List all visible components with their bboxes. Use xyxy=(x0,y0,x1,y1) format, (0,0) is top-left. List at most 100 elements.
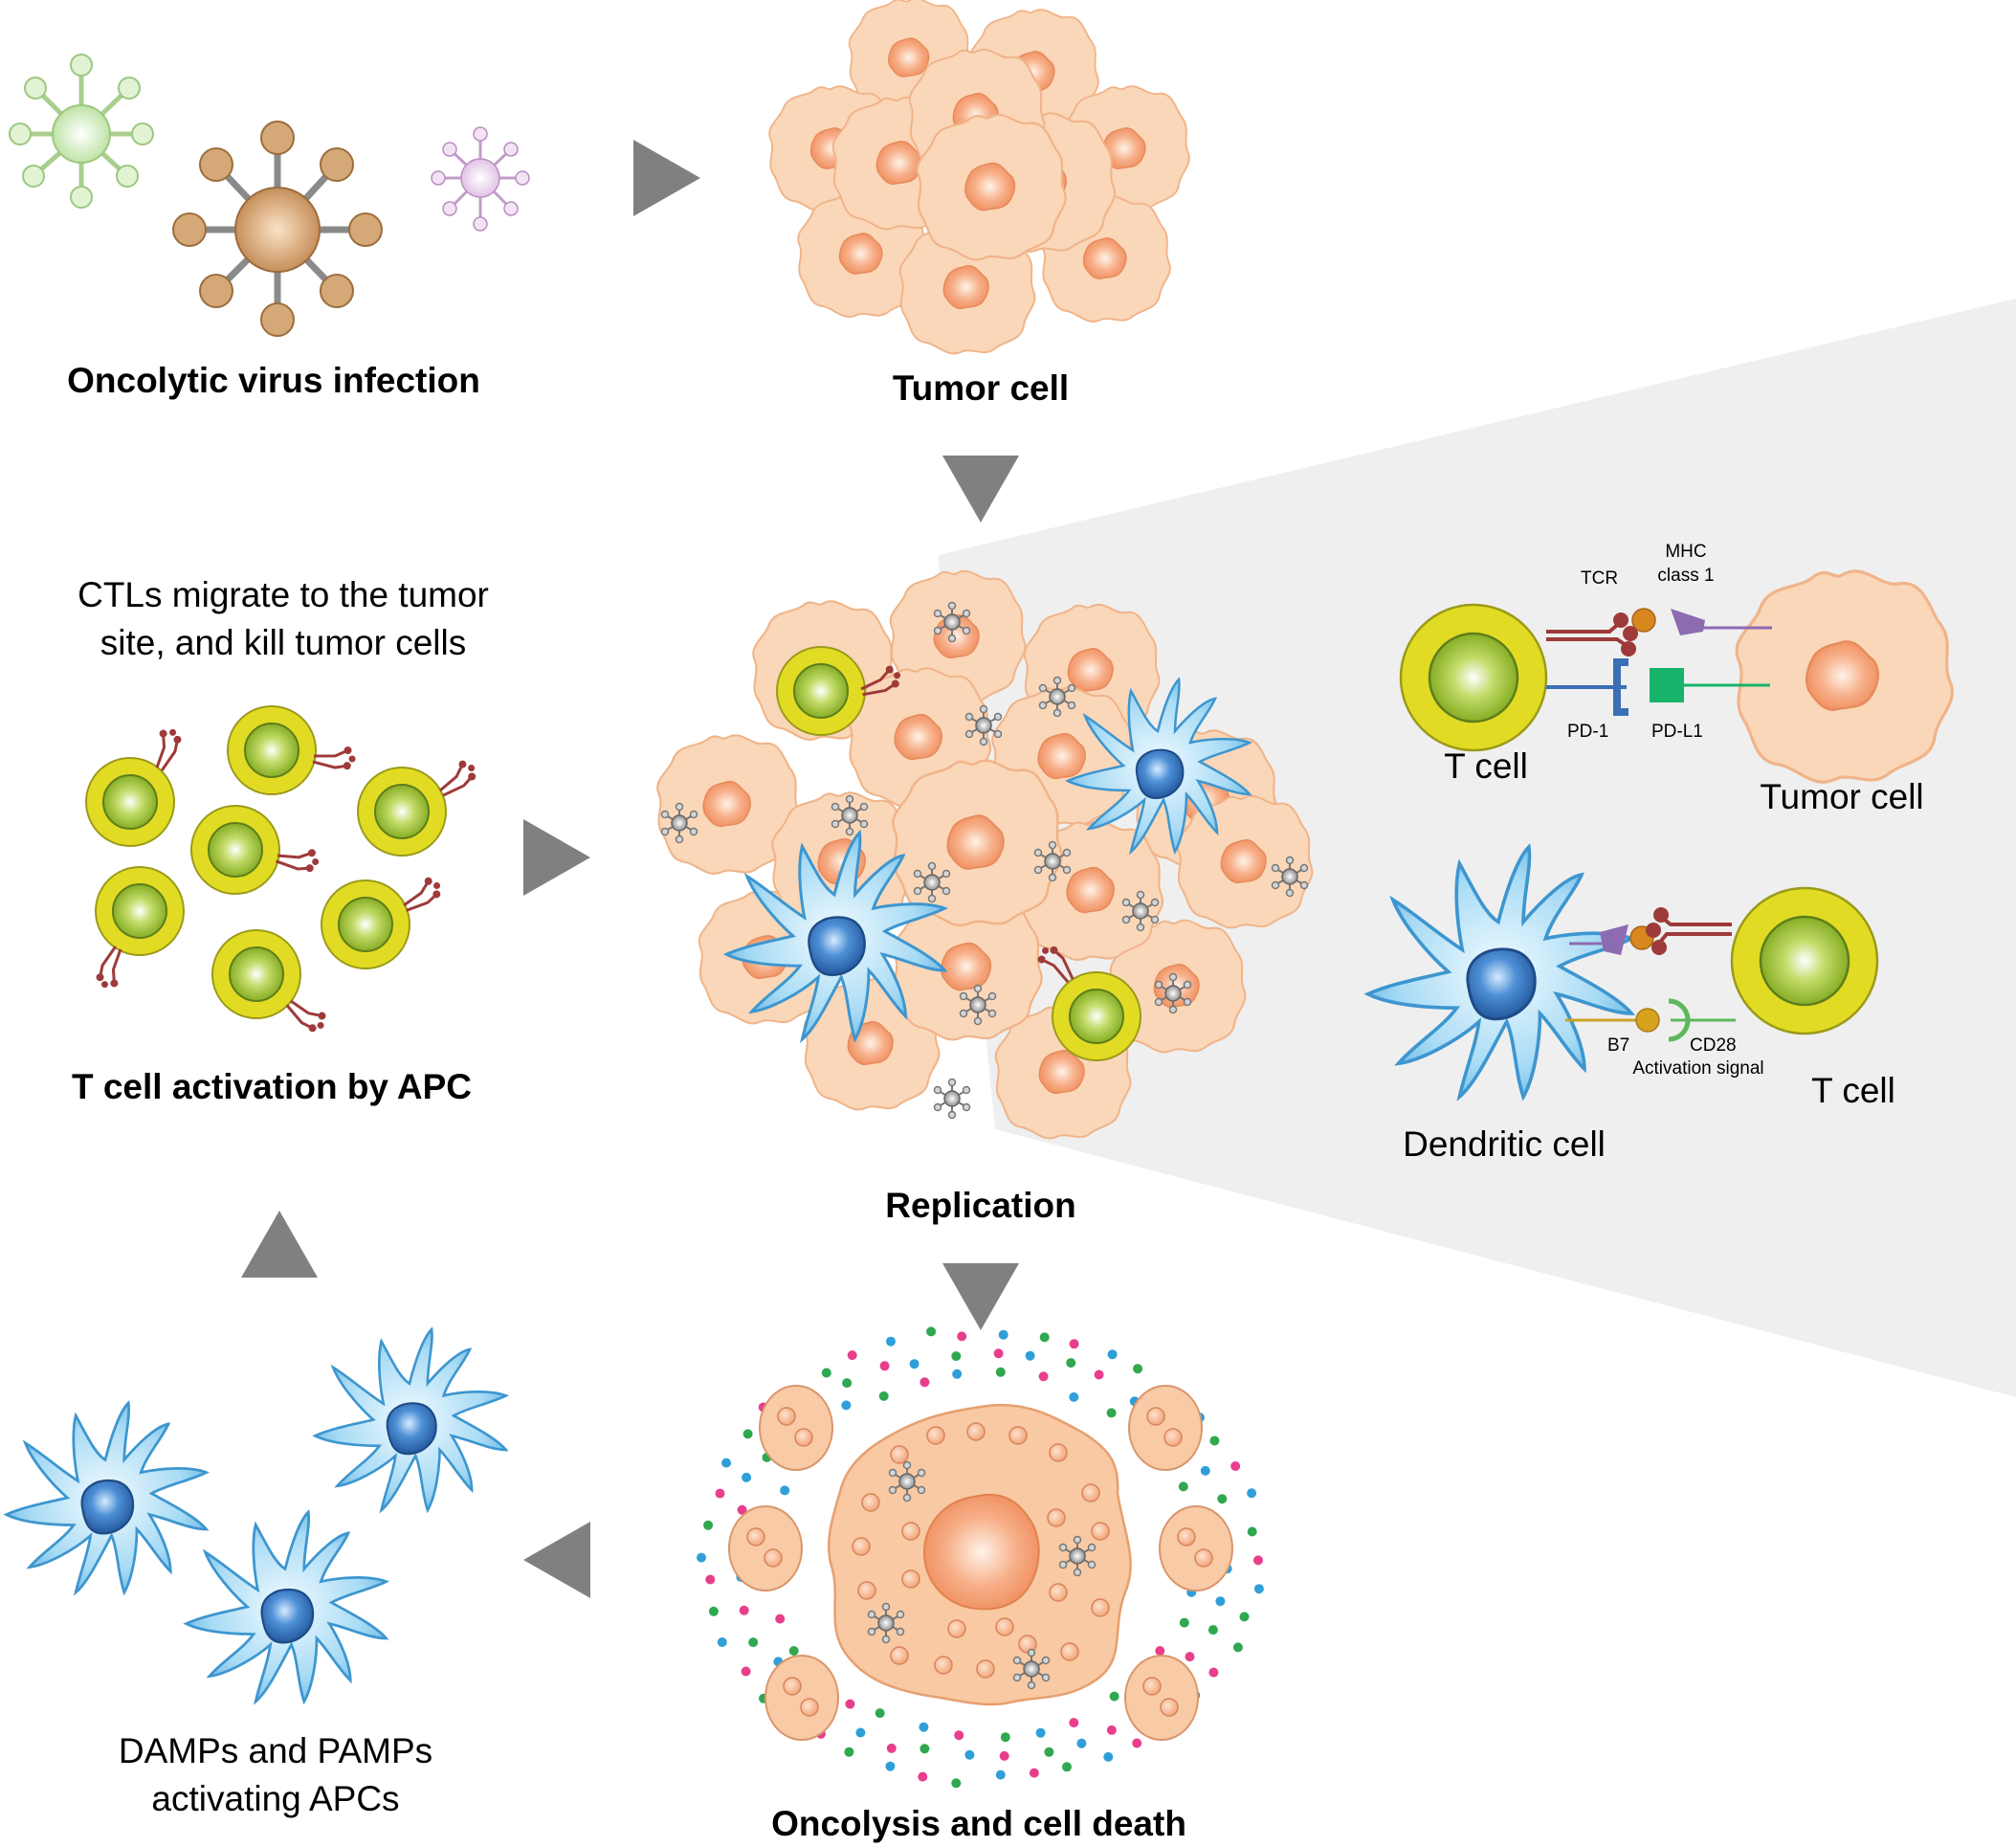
vesicle xyxy=(934,1656,953,1675)
damp-pamp-dot xyxy=(1106,1725,1117,1735)
damp-pamp-dot xyxy=(1103,1751,1114,1762)
damp-pamp-dot xyxy=(739,1605,749,1615)
damp-pamp-dot xyxy=(1239,1612,1250,1622)
arrow-down-1-icon xyxy=(942,456,1019,523)
antigen-peptide-top xyxy=(1631,608,1656,633)
vesicle xyxy=(1049,1583,1068,1602)
arrow-left-icon xyxy=(523,1522,590,1598)
label-pd1: PD-1 xyxy=(1567,722,1608,742)
damp-pamp-dot xyxy=(1247,1488,1257,1499)
damp-pamp-dot xyxy=(841,1400,852,1411)
label-damps-line1: DAMPs and PAMPs xyxy=(119,1731,432,1770)
damp-pamp-dot xyxy=(1094,1369,1104,1380)
damp-pamp-dot xyxy=(855,1727,866,1738)
damp-pamp-dot xyxy=(1039,1332,1050,1343)
damp-pamp-dot xyxy=(1247,1526,1257,1537)
damp-pamp-dot xyxy=(1025,1350,1035,1361)
damp-pamp-dot xyxy=(748,1637,759,1648)
label-inset-tumor-cell: Tumor cell xyxy=(1760,777,1923,816)
mhc-class1-bottom xyxy=(1569,924,1628,955)
damp-pamp-dot xyxy=(703,1520,714,1530)
pd1-receptor xyxy=(1546,658,1628,716)
damp-pamp-dot xyxy=(886,1336,896,1346)
virus-group xyxy=(9,54,530,337)
vesicle xyxy=(852,1537,871,1556)
damp-pamp-dot xyxy=(1209,1435,1220,1446)
damp-pamp-dot xyxy=(957,1331,967,1342)
vesicle xyxy=(1091,1598,1110,1617)
damp-pamp-dot xyxy=(697,1552,706,1563)
damp-pamp-dot xyxy=(875,1708,885,1719)
damp-pamp-dot xyxy=(1178,1481,1188,1492)
arrow-right-2-icon xyxy=(523,819,590,896)
damp-pamp-dot xyxy=(1107,1349,1118,1360)
damp-pamp-dot xyxy=(999,1750,1009,1761)
damp-pamp-dot xyxy=(1208,1667,1219,1678)
vesicle xyxy=(861,1493,880,1512)
label-oncolytic-virus-infection: Oncolytic virus infection xyxy=(67,361,480,400)
damp-pamp-dot xyxy=(788,1646,799,1656)
label-activation-signal: Activation signal xyxy=(1632,1058,1763,1079)
damp-pamp-dot xyxy=(721,1458,732,1468)
label-mhc-line1: MHC xyxy=(1665,542,1706,562)
damp-pamp-dot xyxy=(952,1369,963,1379)
virus-green-icon xyxy=(9,54,154,209)
virus-pink-icon xyxy=(431,126,530,232)
damp-pamp-dot xyxy=(1217,1494,1228,1504)
damp-pamp-dot xyxy=(1230,1461,1241,1471)
damp-pamp-dot xyxy=(878,1391,889,1401)
damp-pamp-dot xyxy=(951,1778,962,1789)
label-t-cell-activation: T cell activation by APC xyxy=(72,1067,472,1106)
label-oncolysis: Oncolysis and cell death xyxy=(771,1804,1186,1843)
damp-pamp-dot xyxy=(1133,1364,1143,1374)
label-tumor-cell-top: Tumor cell xyxy=(893,368,1069,408)
damp-pamp-dot xyxy=(918,1771,928,1782)
apc-group xyxy=(5,1327,508,1703)
label-mhc-line2: class 1 xyxy=(1657,566,1714,586)
vesicle xyxy=(857,1581,876,1600)
label-ctls-line1: CTLs migrate to the tumor xyxy=(78,575,489,614)
vesicle xyxy=(926,1426,945,1445)
vesicle xyxy=(901,1569,920,1589)
vesicle xyxy=(890,1646,909,1665)
damp-pamp-dot xyxy=(742,1472,752,1482)
inset-bottom-t-cell xyxy=(1730,886,1879,1035)
damp-pamp-dot xyxy=(1253,1555,1263,1566)
damp-pamp-dot xyxy=(742,1429,753,1439)
activated-t-cells xyxy=(85,705,482,1037)
label-cd28: CD28 xyxy=(1690,1035,1737,1056)
inset-top-t-cell xyxy=(1399,603,1548,752)
vesicle xyxy=(947,1619,966,1638)
damp-pamp-dot xyxy=(1215,1596,1226,1607)
vesicle xyxy=(890,1445,909,1464)
label-b7: B7 xyxy=(1607,1035,1629,1056)
arrow-down-2-icon xyxy=(942,1263,1019,1330)
arrow-up-icon xyxy=(241,1211,318,1278)
damp-pamp-dot xyxy=(737,1504,747,1515)
damp-pamp-dot xyxy=(847,1350,857,1361)
damp-pamp-dot xyxy=(1066,1358,1076,1369)
label-pdl1: PD-L1 xyxy=(1651,722,1703,742)
vesicle xyxy=(901,1522,920,1541)
damp-pamp-dot xyxy=(995,1367,1006,1377)
damp-pamp-dot xyxy=(717,1637,727,1647)
damp-pamp-dot xyxy=(844,1747,854,1757)
tcr-receptor xyxy=(1546,612,1638,656)
damp-pamp-dot xyxy=(919,1377,930,1388)
vesicle xyxy=(1049,1443,1068,1462)
damp-pamp-dot xyxy=(1038,1371,1049,1382)
damp-pamp-dot xyxy=(1200,1465,1210,1476)
damp-pamp-dot xyxy=(1132,1738,1142,1748)
damp-pamp-dot xyxy=(708,1606,719,1616)
damp-pamp-dot xyxy=(879,1361,890,1371)
damp-pamp-dot xyxy=(951,1351,962,1362)
damp-pamp-dot xyxy=(780,1485,790,1496)
damp-pamp-dot xyxy=(821,1368,831,1378)
damp-pamp-dot xyxy=(964,1749,975,1760)
b7-cd28-pair xyxy=(1565,998,1736,1042)
damp-pamp-dot xyxy=(1035,1727,1046,1738)
mhc-class1-top xyxy=(1671,609,1772,635)
damp-pamp-dot xyxy=(1185,1652,1195,1662)
damp-pamp-dot xyxy=(775,1613,786,1624)
damp-pamp-dot xyxy=(1069,1339,1079,1349)
